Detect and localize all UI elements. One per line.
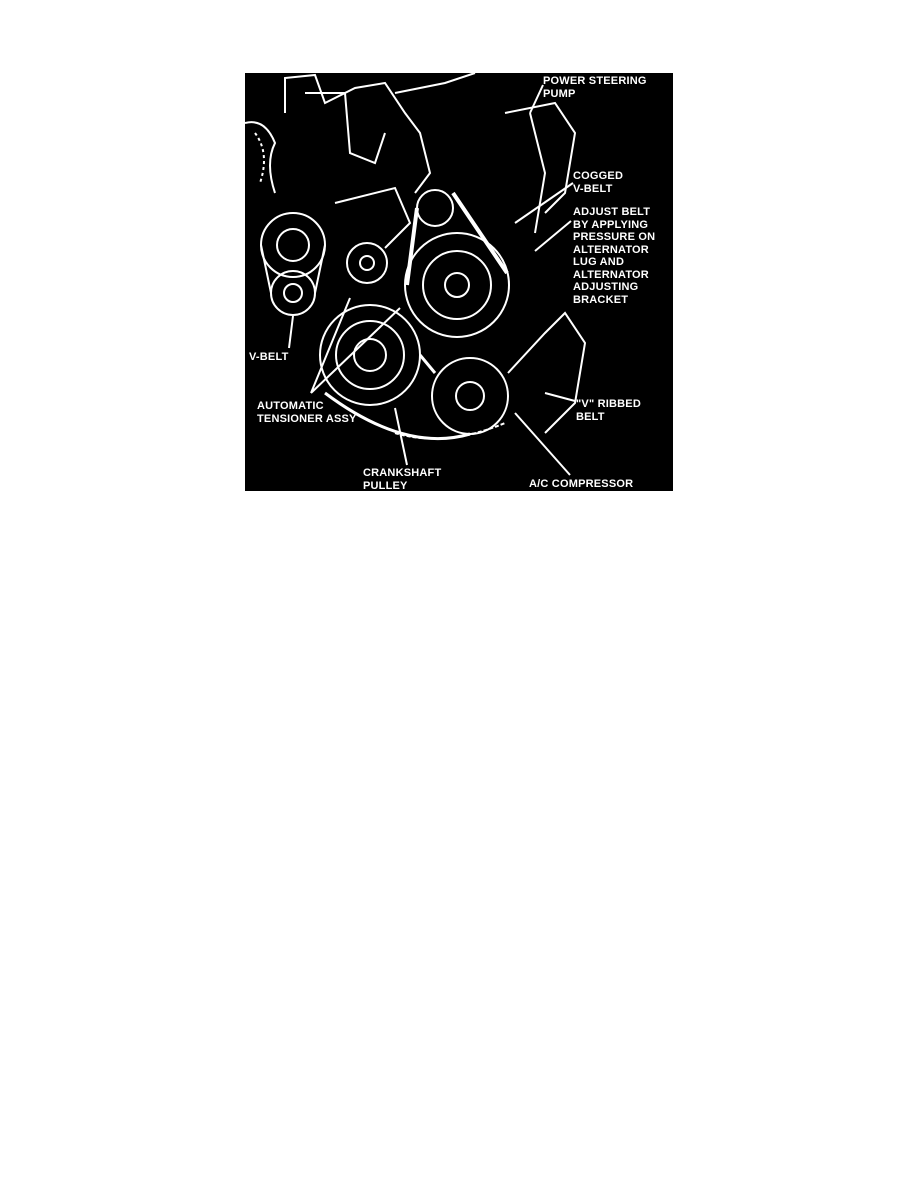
power-steering-pump-body <box>504 101 577 214</box>
leader-power-steering <box>529 84 544 114</box>
engine-belt-diagram: POWER STEERING PUMP COGGED V-BELT ADJUST… <box>245 73 673 491</box>
crankshaft-pulley-mid <box>335 320 405 390</box>
label-v-ribbed-belt: "V" RIBBED BELT <box>576 398 641 423</box>
wire-harness <box>245 121 277 194</box>
v-belt-path <box>260 244 326 294</box>
engine-bracket <box>305 92 386 165</box>
engine-illustration <box>245 73 587 476</box>
label-automatic-tensioner: AUTOMATIC TENSIONER ASSY <box>257 400 357 425</box>
tensioner-pulley <box>346 242 388 284</box>
leader-cogged-v-belt <box>514 182 574 224</box>
idler-pulley-inner <box>283 283 303 303</box>
leader-crankshaft <box>394 407 408 466</box>
cogged-v-belt-path <box>405 191 509 286</box>
leader-v-belt <box>288 315 294 349</box>
label-ac-compressor: A/C COMPRESSOR <box>529 478 634 490</box>
label-power-steering-pump: POWER STEERING PUMP <box>543 75 647 100</box>
alternator-pulley-outer <box>404 232 510 338</box>
ac-compressor-pulley-outer <box>431 357 509 435</box>
label-crankshaft-pulley: CRANKSHAFT PULLEY <box>363 467 442 491</box>
left-pulley-inner <box>276 228 310 262</box>
label-adjust-belt: ADJUST BELT BY APPLYING PRESSURE ON ALTE… <box>573 206 656 306</box>
leader-adjust-belt <box>534 220 572 252</box>
alternator-upper-pulley <box>416 189 454 227</box>
ribbed-belt-texture <box>394 422 506 440</box>
tensioner-hub <box>359 255 375 271</box>
label-cogged-v-belt: COGGED V-BELT <box>573 170 624 195</box>
label-v-belt: V-BELT <box>249 351 289 363</box>
ac-compressor-pulley-inner <box>455 381 485 411</box>
leader-ac-compressor <box>514 412 571 476</box>
ac-compressor-body <box>507 311 587 434</box>
crankshaft-pulley-inner <box>353 338 387 372</box>
alternator-pulley-mid <box>422 250 492 320</box>
leader-ribbed-belt <box>544 392 576 402</box>
pump-hose <box>529 112 547 234</box>
manifold-edge <box>394 73 476 94</box>
leader-tensioner <box>310 297 401 394</box>
left-pulley-outer <box>260 212 326 278</box>
tensioner-bracket <box>334 186 412 249</box>
wire-harness-2 <box>254 132 265 184</box>
engine-block-outline <box>284 73 432 194</box>
alternator-pulley-inner <box>444 272 470 298</box>
